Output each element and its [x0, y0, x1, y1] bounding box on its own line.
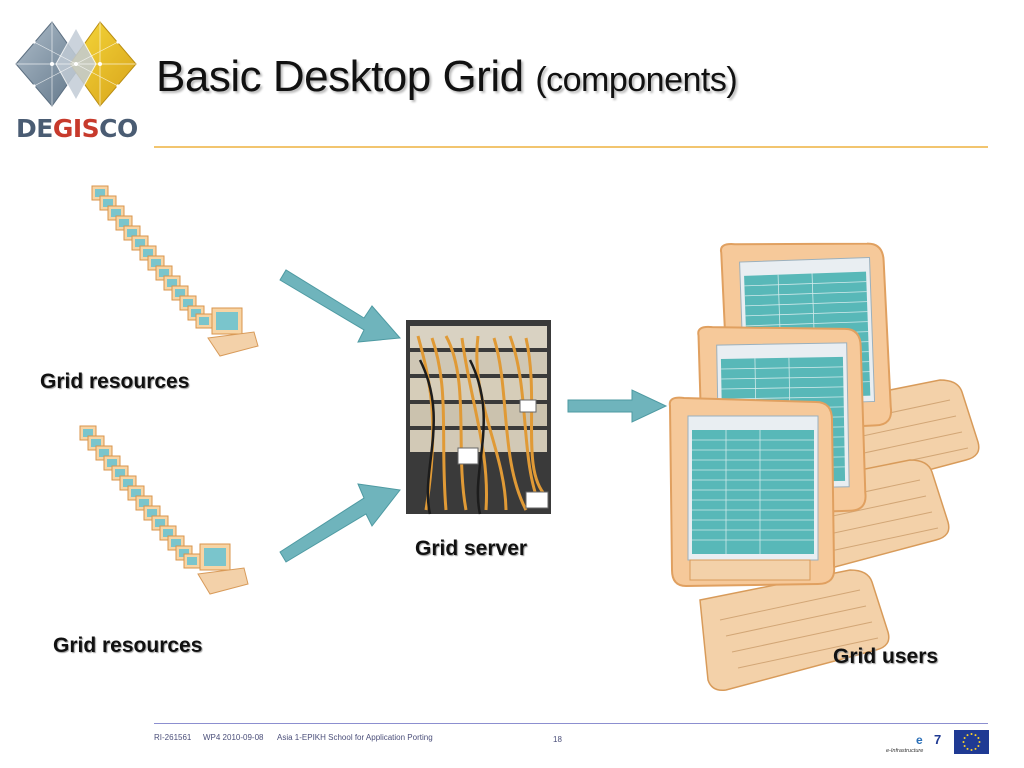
arrow-top-to-server — [279, 269, 402, 343]
footer-wp-date: WP4 2010-09-08 — [203, 733, 264, 742]
footer-event: Asia 1-EPIKH School for Application Port… — [277, 733, 433, 742]
footer-project-id: RI-261561 — [154, 733, 192, 742]
grid-resources-top-image — [91, 185, 259, 357]
grid-resources-bottom-image — [79, 425, 249, 595]
grid-resources-label-bottom: Grid resources — [53, 634, 203, 657]
svg-text:e: e — [916, 733, 923, 747]
logo-wordmark: DEGISCO — [16, 114, 138, 143]
grid-users-label: Grid users — [833, 645, 939, 668]
grid-resources-label-top: Grid resources — [40, 370, 190, 393]
grid-users-image — [668, 237, 980, 692]
arrow-server-to-users — [567, 389, 668, 423]
svg-text:e-Infrastructure: e-Infrastructure — [886, 748, 923, 754]
eu-flag-icon — [954, 730, 989, 754]
degisco-logo — [15, 21, 137, 107]
arrow-bottom-to-server — [279, 483, 401, 563]
svg-text:7: 7 — [934, 732, 941, 747]
e-infrastructure-logo: e 7 e-Infrastructure — [886, 732, 941, 754]
footer-page-number: 18 — [553, 735, 562, 744]
grid-server-label: Grid server — [415, 537, 528, 560]
footer-divider — [154, 723, 988, 724]
title-divider — [154, 146, 988, 148]
grid-server-image — [406, 320, 551, 515]
slide-title: Basic Desktop Grid (components) — [156, 52, 738, 102]
arrows — [279, 269, 668, 563]
title-main: Basic Desktop Grid — [156, 52, 524, 101]
title-sub: (components) — [535, 61, 738, 99]
